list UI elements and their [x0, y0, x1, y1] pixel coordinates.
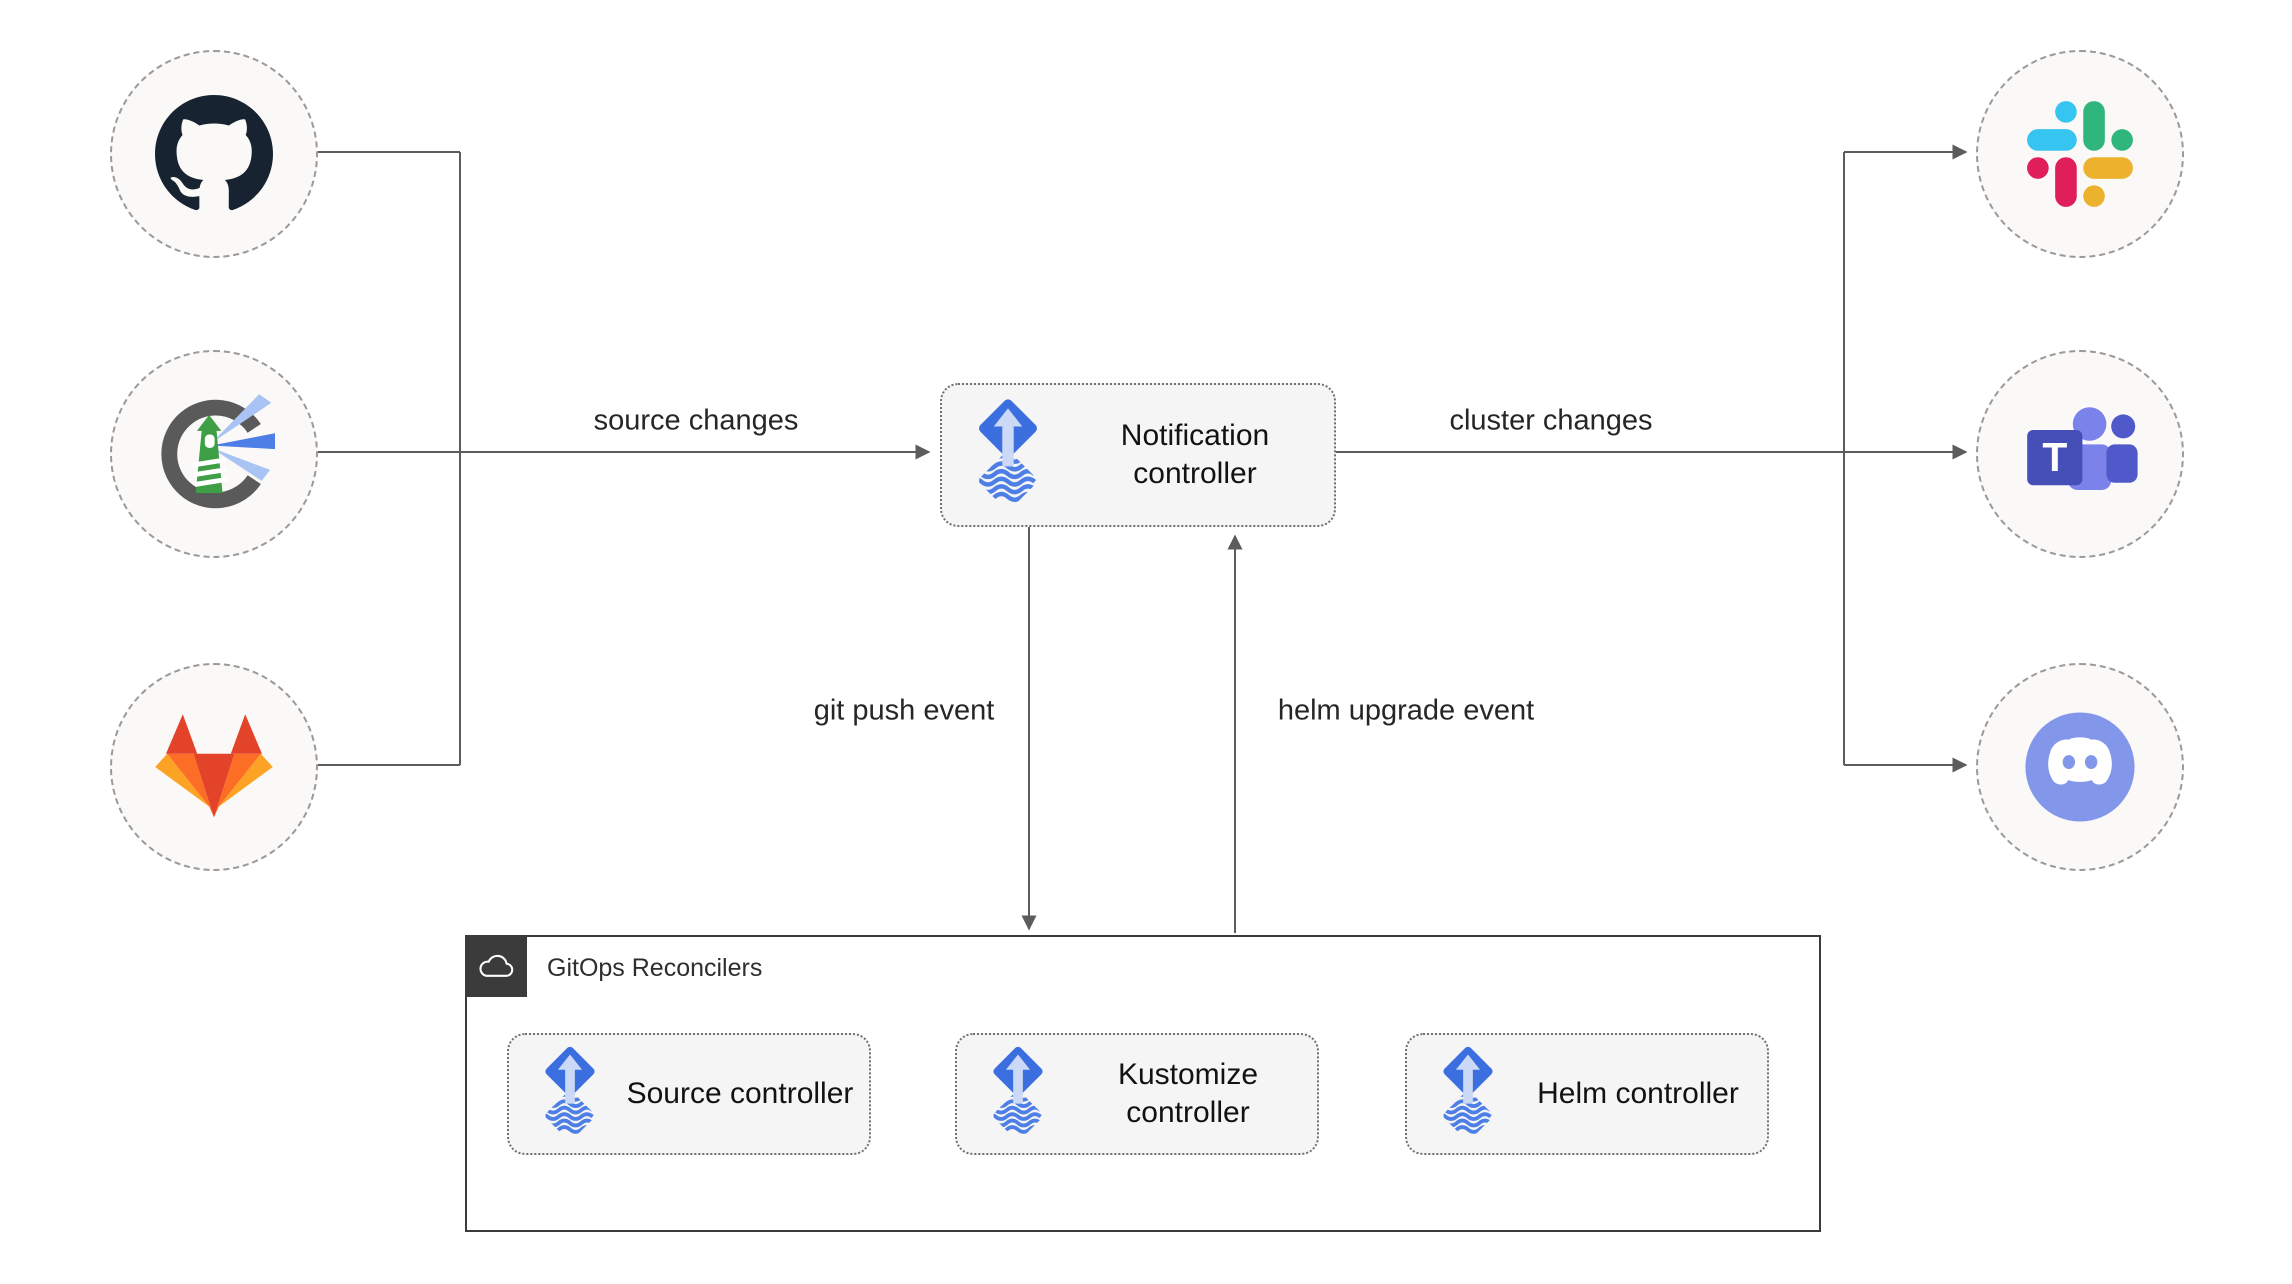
harbor-icon	[153, 393, 275, 515]
platform-gitlab	[110, 663, 318, 871]
discord-icon	[2018, 705, 2142, 829]
gitops-reconcilers-title: GitOps Reconcilers	[547, 953, 763, 982]
helm-controller-node: Helm controller	[1405, 1033, 1769, 1155]
platform-microsoft-teams	[1976, 350, 2184, 558]
flux-icon	[960, 396, 1056, 514]
edge-label-source-changes: source changes	[585, 404, 807, 438]
source-controller-label: Source controller	[626, 1076, 854, 1110]
slack-icon	[2026, 100, 2134, 208]
kustomize-controller-node: Kustomize controller	[955, 1033, 1319, 1155]
platform-slack	[1976, 50, 2184, 258]
notification-controller-label: Notification controller	[1120, 418, 1270, 490]
microsoft-teams-icon	[2020, 394, 2140, 514]
flux-icon	[977, 1044, 1059, 1144]
notification-controller-node: Notification controller	[940, 383, 1336, 527]
flux-icon	[1427, 1044, 1509, 1144]
cloud-icon	[477, 953, 515, 979]
github-icon	[155, 95, 273, 213]
platform-discord	[1976, 663, 2184, 871]
container-icon-badge	[465, 935, 527, 997]
helm-controller-label: Helm controller	[1537, 1076, 1739, 1110]
platform-harbor	[110, 350, 318, 558]
gitlab-icon	[154, 713, 274, 821]
platform-github	[110, 50, 318, 258]
source-controller-node: Source controller	[507, 1033, 871, 1155]
edge-label-cluster-changes: cluster changes	[1441, 404, 1661, 438]
flux-icon	[529, 1044, 611, 1144]
edge-label-git-push-event: git push event	[805, 694, 1003, 728]
kustomize-controller-label: Kustomize controller	[1117, 1057, 1259, 1129]
edge-label-helm-upgrade-event: helm upgrade event	[1269, 694, 1543, 728]
